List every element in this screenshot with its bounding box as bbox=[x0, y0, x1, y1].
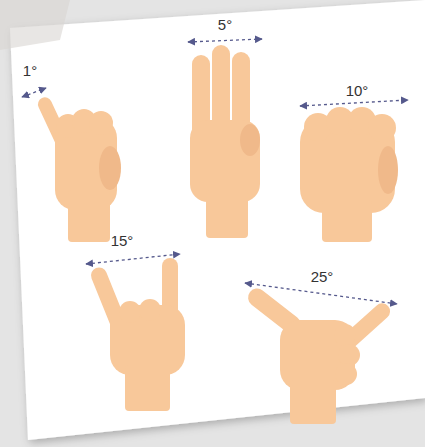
angle-label: 15° bbox=[111, 233, 134, 248]
span-arrow bbox=[86, 254, 180, 264]
paper-sheet bbox=[10, 0, 425, 440]
hand-pinky bbox=[36, 95, 121, 242]
hand-fist bbox=[300, 107, 398, 242]
angle-label: 25° bbox=[311, 269, 334, 284]
angle-label: 10° bbox=[346, 83, 369, 98]
angle-label: 5° bbox=[218, 17, 232, 32]
span-arrows bbox=[22, 39, 408, 304]
span-arrow bbox=[245, 283, 397, 304]
span-arrow bbox=[188, 39, 262, 42]
hand-shaka bbox=[244, 285, 393, 424]
angle-label: 1° bbox=[23, 63, 37, 78]
hand-three-fingers bbox=[190, 45, 260, 238]
tape-strip bbox=[0, 0, 70, 50]
span-arrow bbox=[300, 100, 408, 106]
hand-horns bbox=[89, 258, 185, 411]
span-arrow bbox=[22, 88, 46, 97]
